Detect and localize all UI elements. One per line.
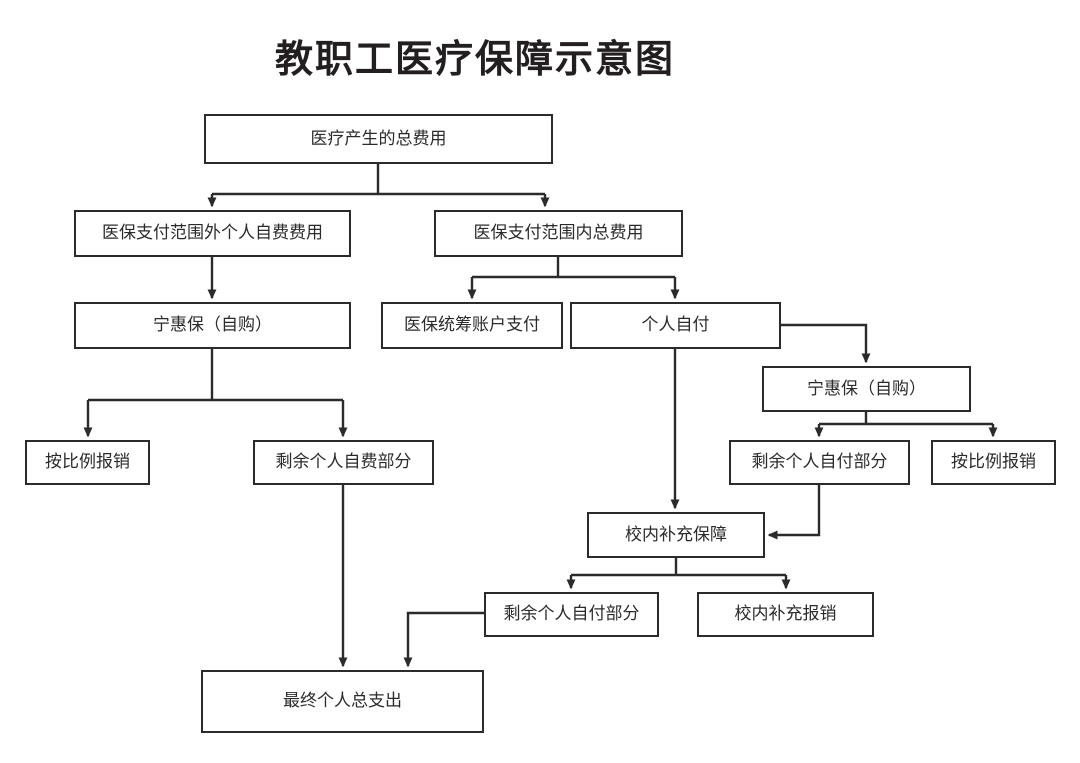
node-ninghuibao-right[interactable]: 宁惠保（自购） (762, 366, 971, 412)
node-out-of-coverage-self-pay[interactable]: 医保支付范围外个人自费费用 (74, 210, 351, 257)
node-campus-supplementary-coverage[interactable]: 校内补充保障 (587, 512, 765, 558)
node-proportional-reimbursement-right[interactable]: 按比例报销 (931, 440, 1056, 485)
node-ninghuibao-left[interactable]: 宁惠保（自购） (74, 302, 351, 349)
edge-n10-n12 (767, 485, 821, 540)
page-title: 教职工医疗保障示意图 (274, 39, 675, 81)
edge-n6-n7 (781, 323, 871, 364)
node-campus-supplementary-reimbursement[interactable]: 校内补充报销 (697, 592, 874, 637)
node-proportional-reimbursement-left[interactable]: 按比例报销 (25, 440, 150, 485)
node-personal-copayment[interactable]: 个人自付 (570, 302, 781, 349)
node-final-personal-total-spend[interactable]: 最终个人总支出 (201, 670, 484, 733)
node-in-coverage-total-cost[interactable]: 医保支付范围内总费用 (434, 210, 683, 257)
node-remaining-personal-copay-upper[interactable]: 剩余个人自付部分 (729, 440, 910, 485)
node-remaining-personal-copay-lower[interactable]: 剩余个人自付部分 (484, 592, 659, 637)
node-total-medical-cost[interactable]: 医疗产生的总费用 (204, 114, 553, 164)
node-pooling-account-payment[interactable]: 医保统筹账户支付 (381, 302, 563, 349)
node-remaining-self-pay-expense[interactable]: 剩余个人自费部分 (253, 440, 434, 485)
edge-n13-n15 (403, 611, 484, 668)
